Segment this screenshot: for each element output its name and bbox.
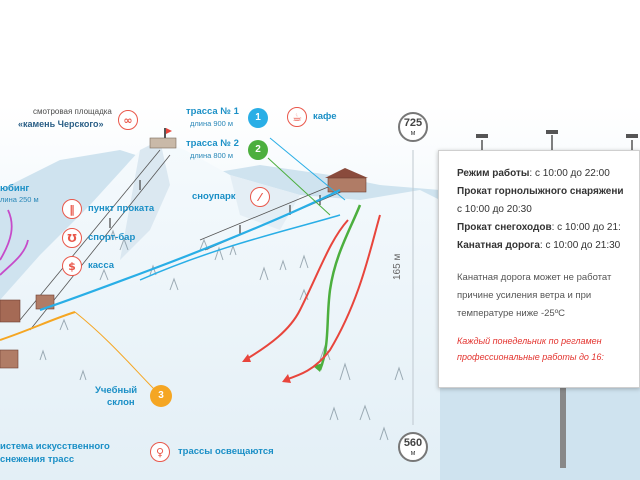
- tubing-track: [0, 209, 29, 276]
- schedule-note-line1: Канатная дорога может не работат: [457, 272, 612, 283]
- schedule-cable-label: Канатная дорога: [457, 240, 540, 251]
- tubing-label: юбинг: [0, 183, 30, 194]
- elevation-bottom-value: 560: [403, 437, 423, 449]
- schedule-mode-row: Режим работы: с 10:00 до 22:00: [457, 165, 639, 183]
- schedule-snowshoe-row: Прокат снегоходов: с 10:00 до 21:: [457, 219, 639, 237]
- track-1-line: [39, 189, 341, 312]
- skis-icon: ‖: [62, 199, 82, 219]
- red-route-2-arrow: [242, 354, 251, 362]
- snowmaking-label-line1: истема искусственного: [0, 441, 110, 452]
- schedule-mode-value: : с 10:00 до 22:00: [529, 168, 610, 179]
- cafe-label: кафе: [313, 111, 337, 122]
- elevation-top-marker: 725 м: [398, 112, 428, 142]
- red-route: [284, 214, 381, 381]
- schedule-cable-value: : с 10:00 до 21:30: [539, 240, 621, 251]
- red-route-2: [244, 219, 349, 361]
- training-leader: [74, 311, 156, 391]
- track-1-badge: 1: [248, 108, 268, 128]
- snowboard-icon: ⁄: [250, 187, 270, 207]
- cafe-building: [325, 168, 368, 193]
- top-station: [149, 128, 177, 149]
- schedule-snowshoe-label: Прокат снегоходов: [457, 222, 552, 233]
- training-slope-label-line1: Учебный: [95, 385, 138, 396]
- schedule-note-line2: причине усиления ветра и при: [457, 290, 592, 301]
- coffee-cup-icon: ☕: [287, 107, 307, 127]
- track-2-line: [318, 204, 362, 371]
- elevation-bottom-unit: м: [410, 450, 416, 457]
- schedule-snowshoe-value: : с 10:00 до 21:: [551, 222, 621, 233]
- track-2-leader: [267, 157, 331, 216]
- training-slope-label-line2: склон: [107, 397, 135, 408]
- dollar-icon: $: [62, 256, 82, 276]
- schedule-warning-line1: Каждый понедельник по регламен: [457, 336, 602, 346]
- schedule-mode-label: Режим работы: [457, 168, 530, 179]
- track-1-branch: [139, 214, 341, 281]
- snowpark-label: сноупарк: [192, 191, 236, 202]
- schedule-cable-row: Канатная дорога: с 10:00 до 21:30: [457, 237, 639, 255]
- elevation-top-value: 725: [403, 117, 423, 129]
- height-difference-label: 165 м: [392, 253, 403, 280]
- elevation-top-unit: м: [410, 130, 416, 137]
- schedule-ski-value: с 10:00 до 20:30: [457, 204, 532, 215]
- training-track: [0, 311, 76, 341]
- drink-cup-icon: Ʊ: [62, 228, 82, 248]
- base-buildings: [0, 294, 55, 369]
- viewpoint-label-line1: смотровая площадка: [33, 107, 112, 116]
- track-1-leader: [269, 137, 346, 201]
- track-1-label: трасса № 1: [186, 106, 239, 117]
- schedule-ski-row: Прокат горнолыжного снаряжени: [457, 183, 639, 201]
- lamp-posts: [476, 130, 638, 468]
- track-1-length: длина 900 м: [190, 119, 234, 128]
- lit-tracks-label: трассы освещаются: [178, 446, 274, 457]
- red-route-arrow: [282, 374, 291, 383]
- training-slope-badge: 3: [150, 385, 172, 407]
- schedule-card: Режим работы: с 10:00 до 22:00 Прокат го…: [438, 150, 640, 388]
- schedule-note-line3: температуре ниже -25ºС: [457, 308, 566, 319]
- track-2-length: длина 800 м: [190, 151, 234, 160]
- lightbulb-icon: ♀: [150, 442, 170, 462]
- snowmaking-label-line2: снежения трасс: [0, 454, 75, 465]
- cashier-label: касса: [88, 260, 115, 271]
- schedule-ski-label: Прокат горнолыжного снаряжени: [457, 186, 624, 197]
- binoculars-icon: ∞: [118, 110, 138, 130]
- tubing-length: лина 250 м: [0, 195, 39, 204]
- schedule-warning-line2: профессиональные работы до 16:: [457, 352, 604, 362]
- track-2-badge: 2: [248, 140, 268, 160]
- elevation-bottom-marker: 560 м: [398, 432, 428, 462]
- rental-label: пункт проката: [88, 203, 155, 214]
- viewpoint-label-line2: «камень Черского»: [18, 119, 104, 129]
- track-2-label: трасса № 2: [186, 138, 239, 149]
- sportbar-label: спорт-бар: [88, 232, 136, 243]
